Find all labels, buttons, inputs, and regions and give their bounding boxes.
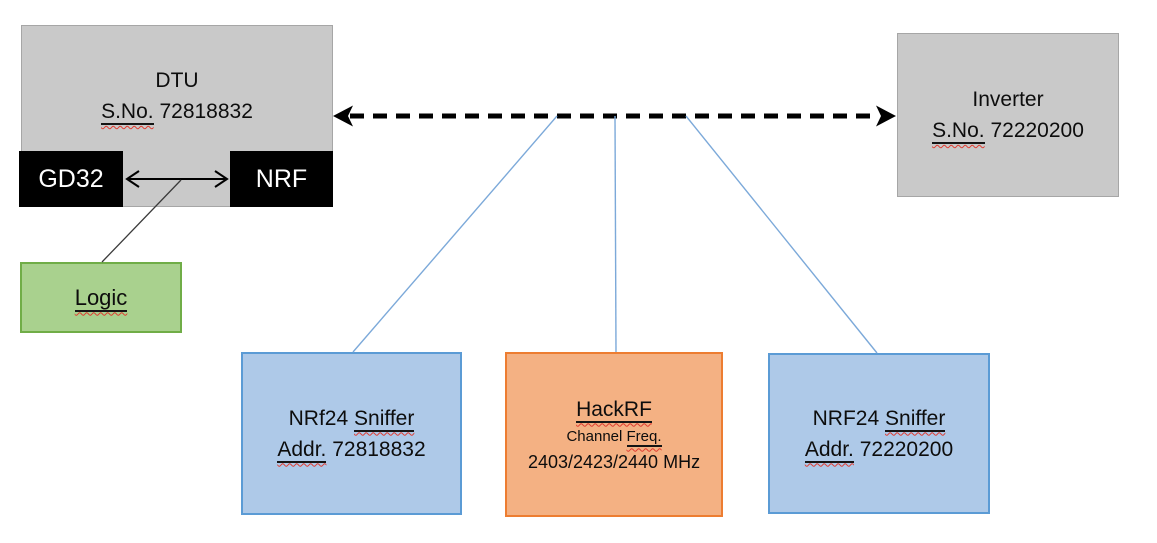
hackrf-box: HackRF Channel Freq. 2403/2423/2440 MHz [505,352,723,517]
inverter-title: Inverter [972,88,1044,111]
inverter-box: Inverter S.No. 72220200 [897,33,1119,197]
sniffer1-name: NRf24 Sniffer [289,403,415,434]
gd32-chip-label: GD32 [38,164,104,193]
logic-label: Logic [74,284,128,312]
sniffer1-connector-line [352,115,558,353]
hackrf-title: HackRF [576,397,652,423]
dtu-serial-value: 72818832 [159,100,253,123]
dtu-title: DTU [155,69,199,92]
nrf24-sniffer-2-box: NRF24 Sniffer Addr. 72220200 [768,353,990,514]
sniffer2-addr-label: Addr. [804,437,854,463]
dtu-inverter-dashed-arrow [333,105,896,127]
hackrf-title-line: HackRF [576,394,652,425]
sniffer2-name-flagged: Sniffer [885,406,946,432]
sniffer1-addr-value: 72818832 [332,437,426,461]
sniffer2-name: NRF24 Sniffer [813,403,946,434]
sniffer2-addr-value: 72220200 [859,437,954,461]
sniffer1-addr: Addr. 72818832 [277,434,426,465]
hackrf-channel-line: Channel Freq. [566,425,662,449]
logic-box: Logic [20,262,182,333]
sniffer2-addr: Addr. 72220200 [804,434,954,465]
sniffer1-addr-label: Addr. [277,437,327,463]
gd32-chip: GD32 [19,151,123,207]
hackrf-channel-word: Channel [566,427,623,445]
hackrf-freq-values: 2403/2423/2440 MHz [527,451,701,472]
inverter-serial-label: S.No. [932,119,985,144]
nrf-chip: NRF [230,151,333,207]
dtu-serial-label: S.No. [101,100,154,125]
sniffer2-name-prefix: NRF24 [812,406,880,430]
nrf-chip-label: NRF [255,164,308,193]
inverter-serial-value: 72220200 [990,119,1084,142]
nrf24-sniffer-1-box: NRf24 Sniffer Addr. 72818832 [241,352,462,515]
inverter-serial: S.No. 72220200 [932,115,1084,146]
hackrf-connector-line [614,115,617,353]
sniffer2-connector-line [685,115,878,354]
dtu-serial: S.No. 72818832 [101,96,253,127]
logic-label-line: Logic [74,283,128,313]
sniffer1-name-flagged: Sniffer [354,406,415,432]
sniffer1-name-prefix: NRf24 [288,406,349,430]
hackrf-freq-word: Freq. [626,427,662,447]
